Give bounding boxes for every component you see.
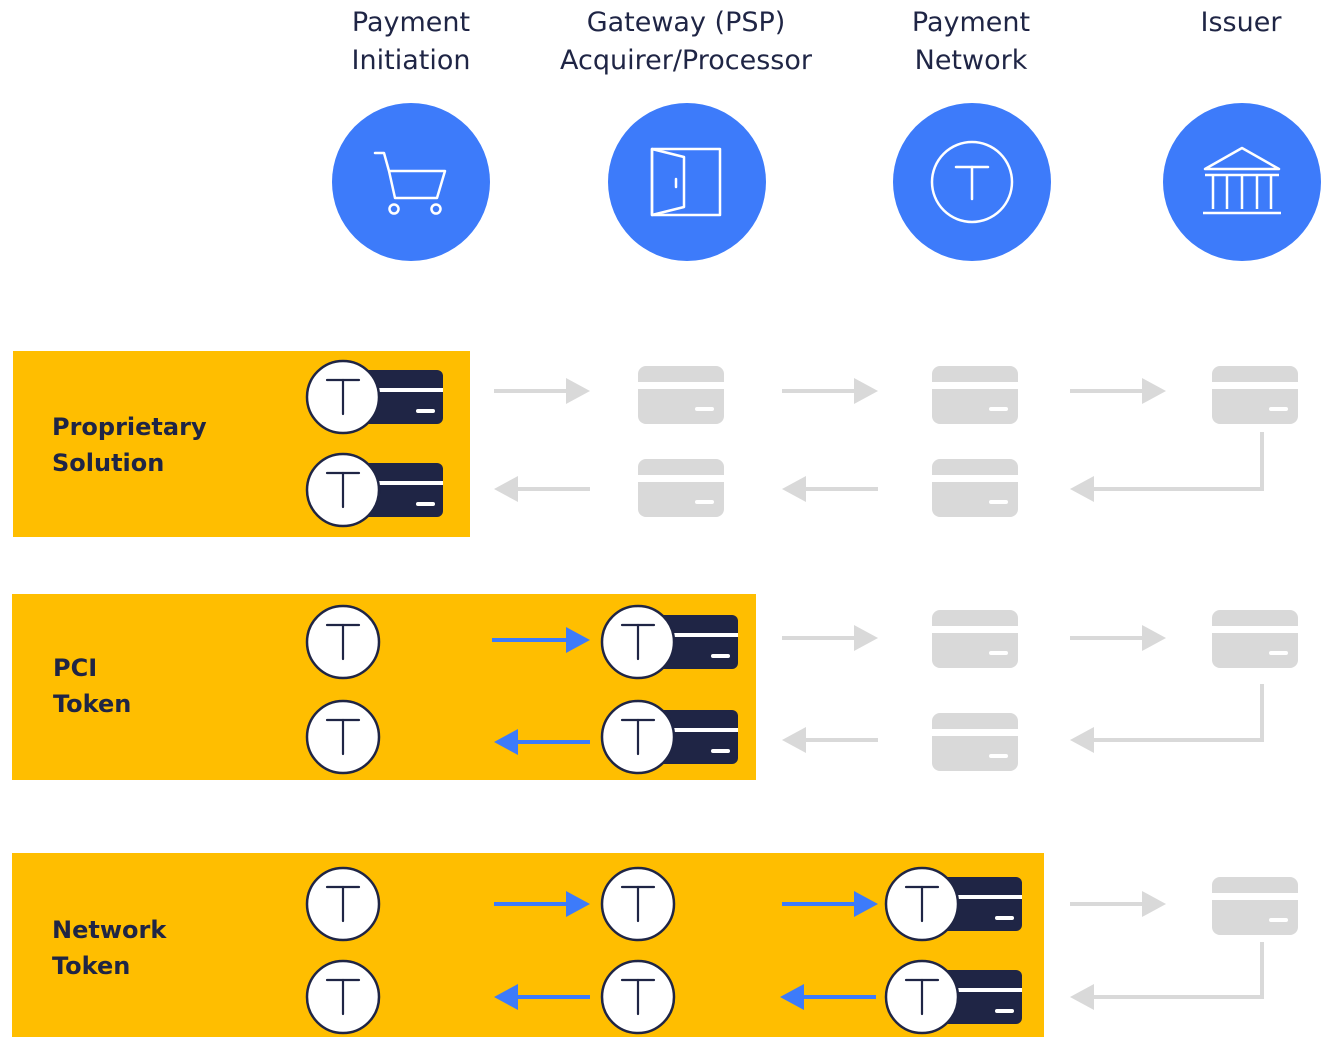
column-header-line2: Acquirer/Processor [560, 45, 812, 76]
row-label-line2: Token [52, 952, 131, 980]
arrow-right-icon [1070, 378, 1166, 404]
arrow-right-icon [1070, 625, 1166, 651]
row-label-line1: PCI [53, 654, 98, 682]
column-header-payment-initiation: Payment Initiation [251, 4, 571, 80]
arrow-right-icon [1070, 891, 1166, 917]
card-icon [638, 366, 724, 424]
arrow-right-icon [492, 627, 590, 653]
card-icon [932, 366, 1018, 424]
arrow-right-icon [494, 378, 590, 404]
token-icon: T [305, 452, 381, 528]
card-icon [1212, 610, 1298, 668]
row-label-line2: Token [53, 690, 132, 718]
arrow-left-icon [494, 729, 590, 755]
row-label-line1: Proprietary [52, 413, 207, 441]
token-icon: T [884, 866, 960, 942]
token-icon: T [600, 959, 676, 1035]
return-arrow-icon [1070, 684, 1264, 753]
token-icon: T [305, 959, 381, 1035]
row-label-line1: Network [52, 916, 167, 944]
door-icon [608, 103, 766, 261]
card-icon [1212, 877, 1298, 935]
arrow-left-icon [780, 984, 876, 1010]
arrow-right-icon [782, 625, 878, 651]
token-icon: T [600, 604, 676, 680]
column-header-issuer: Issuer [1081, 4, 1324, 42]
arrow-left-icon [494, 476, 590, 502]
band-network-token [12, 853, 1044, 1037]
card-icon [932, 610, 1018, 668]
card-icon [638, 459, 724, 517]
token-icon [893, 103, 1051, 261]
column-header-payment-network: Payment Network [811, 4, 1131, 80]
card-icon [1212, 366, 1298, 424]
bank-icon [1163, 103, 1321, 261]
column-header-line1: Payment [911, 7, 1031, 38]
card-icon [932, 459, 1018, 517]
arrow-left-icon [782, 476, 878, 502]
arrow-left-icon [782, 727, 878, 753]
column-header-line1: Gateway (PSP) [586, 7, 786, 38]
token-icon: T [305, 866, 381, 942]
token-icon: T [305, 359, 381, 435]
row-label-line2: Solution [52, 449, 165, 477]
column-header-gateway: Gateway (PSP) Acquirer/Processor [526, 4, 846, 80]
column-header-line1: Issuer [1200, 7, 1282, 38]
row-label-pci-token: PCI Token [53, 650, 131, 722]
row-label-network-token: Network Token [52, 912, 166, 984]
token-icon: T [600, 866, 676, 942]
column-header-line2: Network [914, 45, 1028, 76]
cart-icon [332, 103, 490, 261]
token-icon: T [305, 699, 381, 775]
arrow-right-icon [782, 378, 878, 404]
arrow-right-icon [494, 891, 590, 917]
token-icon: T [305, 604, 381, 680]
column-header-line2: Initiation [351, 45, 471, 76]
return-arrow-icon [1070, 942, 1264, 1010]
row-label-proprietary-solution: Proprietary Solution [52, 409, 207, 481]
arrow-right-icon [782, 891, 878, 917]
token-icon: T [600, 699, 676, 775]
arrow-left-icon [494, 984, 590, 1010]
token-icon: T [884, 959, 960, 1035]
card-icon [932, 713, 1018, 771]
column-header-line1: Payment [351, 7, 471, 38]
return-arrow-icon [1070, 432, 1264, 502]
